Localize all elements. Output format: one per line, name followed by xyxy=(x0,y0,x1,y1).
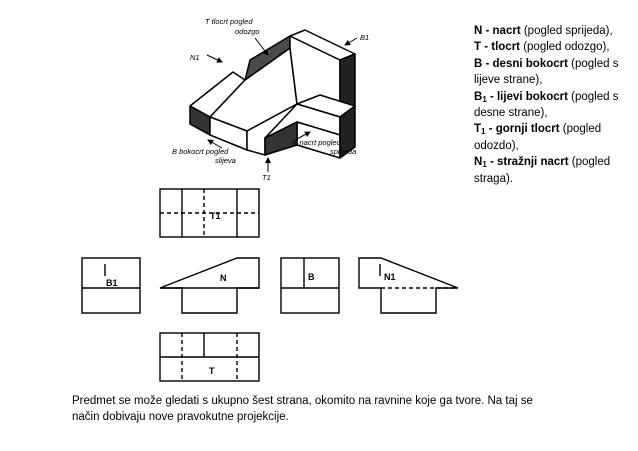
iso-label-left: B bokocrt pogled xyxy=(172,147,229,156)
legend-code: N xyxy=(474,25,483,37)
legend-subscript: 1 xyxy=(482,94,487,104)
view-t xyxy=(159,332,260,382)
view-label-n: N xyxy=(220,273,227,283)
view-t1 xyxy=(159,188,260,238)
legend-item: T - tlocrt (pogled odozgo), xyxy=(474,39,624,55)
legend-name: - lijevi bokocrt xyxy=(486,90,568,103)
legend-desc: (pogled odozgo), xyxy=(520,41,610,54)
view-label-b: B xyxy=(308,272,315,282)
legend-item: B - desni bokocrt (pogled s lijeve stran… xyxy=(474,56,624,89)
view-label-t1: T1 xyxy=(210,211,221,221)
legend-desc: (pogled s desne strane), xyxy=(474,90,619,120)
iso-label-n1: N1 xyxy=(190,53,200,62)
legend-name: - nacrt xyxy=(482,25,521,37)
legend-code: N xyxy=(474,156,483,169)
legend-code: B xyxy=(474,57,483,70)
legend-name: - desni bokocrt xyxy=(482,57,568,70)
legend-item: N - nacrt (pogled sprijeda), xyxy=(474,23,624,39)
legend-desc: (pogled odozdo), xyxy=(474,123,602,152)
view-legend: N - nacrt (pogled sprijeda), T - tlocrt … xyxy=(474,23,624,187)
iso-label-left-2: slijeva xyxy=(215,156,236,165)
isometric-object xyxy=(189,29,356,159)
view-n1 xyxy=(358,257,459,314)
view-label-n1: N1 xyxy=(384,272,396,282)
legend-name: - gornji tlocrt xyxy=(485,123,560,136)
iso-label-t1: T1 xyxy=(262,173,271,182)
iso-label-front: N nacrt pogled xyxy=(292,138,342,147)
legend-code: B xyxy=(474,90,483,103)
legend-code: T xyxy=(474,41,482,54)
arrow-n-view xyxy=(294,131,311,141)
legend-desc: (pogled s lijeve strane), xyxy=(474,57,619,87)
legend-item: N1 - stražnji nacrt (pogled straga). xyxy=(474,154,624,187)
iso-label-top: T tlocrt pogled xyxy=(205,17,253,26)
iso-label-b1: B1 xyxy=(360,33,369,42)
arrow-top-view xyxy=(254,37,269,56)
iso-label-front-2: sprijeda xyxy=(330,147,356,156)
view-b1 xyxy=(81,257,141,314)
view-b xyxy=(280,257,340,314)
legend-desc: (pogled sprijeda), xyxy=(520,25,613,37)
arrow-b-view xyxy=(207,139,223,149)
legend-subscript: 1 xyxy=(482,160,487,170)
view-arrows xyxy=(206,37,358,172)
view-label-t: T xyxy=(209,366,215,376)
legend-code: T xyxy=(474,123,482,136)
legend-desc: (pogled straga). xyxy=(474,156,611,185)
caption-text: Predmet se može gledati s ukupno šest st… xyxy=(72,395,533,423)
view-n xyxy=(159,257,260,314)
arrow-n1-view xyxy=(206,54,223,63)
legend-name: - tlocrt xyxy=(481,41,521,54)
iso-label-top-2: odozgo xyxy=(235,27,260,36)
view-label-b1: B1 xyxy=(106,278,118,288)
legend-item: B1 - lijevi bokocrt (pogled s desne stra… xyxy=(474,89,624,122)
legend-subscript: 1 xyxy=(481,127,486,137)
arrow-b1-view xyxy=(344,37,358,46)
legend-name: - stražnji nacrt xyxy=(486,156,569,169)
legend-item: T1 - gornji tlocrt (pogled odozdo), xyxy=(474,121,624,154)
